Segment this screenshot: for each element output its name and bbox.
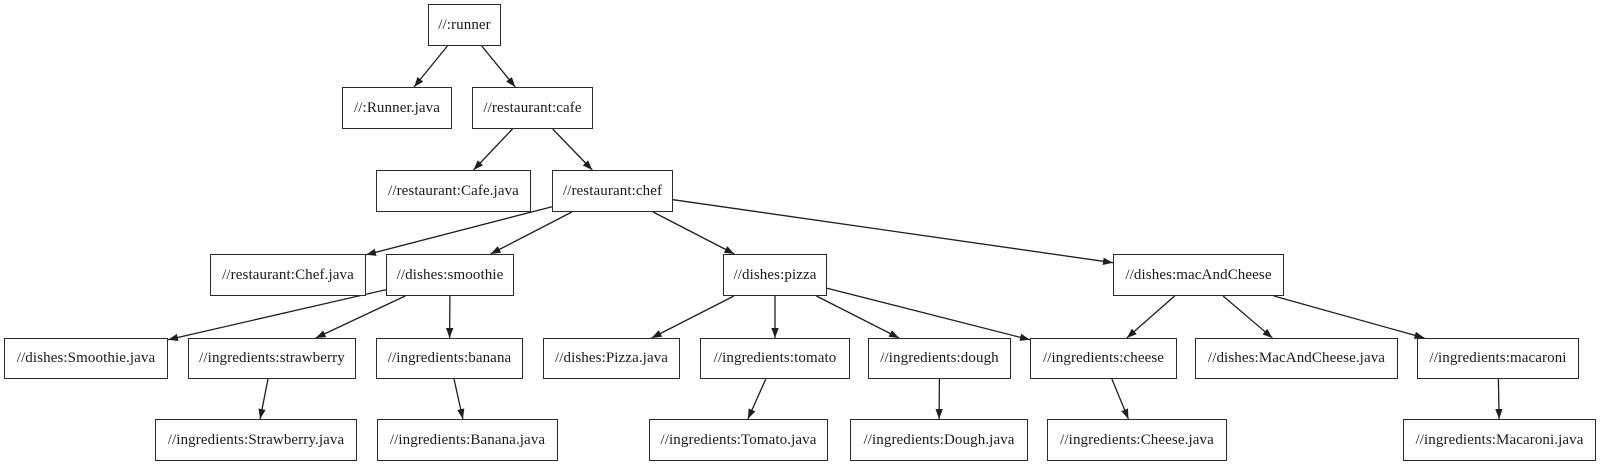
graph-node-cafe-java: //restaurant:Cafe.java [376, 170, 531, 212]
edge-strawberry-to-strawberry-java [258, 378, 269, 420]
graph-node-runner: //:runner [428, 4, 501, 46]
edge-tomato-to-tomato-java [747, 378, 767, 420]
edge-macandcheese-to-cheese [1126, 295, 1176, 339]
edge-banana-to-banana-java [453, 378, 465, 420]
edge-runner-to-runner-java [413, 45, 448, 88]
graph-node-macandcheese-java: //dishes:MacAndCheese.java [1195, 338, 1398, 379]
edge-smoothie-to-smoothie-java [167, 289, 387, 342]
graph-node-macaroni-java: //ingredients:Macaroni.java [1403, 419, 1596, 461]
graph-node-tomato-java: //ingredients:Tomato.java [649, 419, 828, 461]
edge-macaroni-to-macaroni-java [1495, 378, 1503, 420]
graph-node-pizza: //dishes:pizza [723, 254, 827, 296]
edge-macandcheese-to-macandcheese-java [1222, 295, 1273, 339]
edge-chef-to-pizza [652, 211, 735, 255]
graph-node-strawberry: //ingredients:strawberry [188, 338, 356, 379]
edge-chef-to-chef-java [365, 206, 553, 256]
edge-pizza-to-cheese [826, 287, 1031, 341]
edge-group [167, 45, 1503, 420]
graph-node-dough-java: //ingredients:Dough.java [850, 419, 1028, 461]
edge-smoothie-to-strawberry [315, 295, 406, 339]
graph-node-smoothie-java: //dishes:Smoothie.java [4, 338, 168, 379]
edge-runner-to-cafe [481, 45, 516, 88]
graph-node-runner-java: //:Runner.java [342, 87, 452, 129]
edge-pizza-to-dough [816, 295, 900, 339]
graph-node-cheese-java: //ingredients:Cheese.java [1047, 419, 1227, 461]
graph-node-chef: //restaurant:chef [552, 170, 673, 212]
edge-cheese-to-cheese-java [1111, 378, 1130, 420]
edge-cafe-to-chef [552, 128, 593, 171]
graph-node-cafe: //restaurant:cafe [472, 87, 593, 129]
graph-node-dough: //ingredients:dough [868, 338, 1011, 379]
graph-node-banana-java: //ingredients:Banana.java [377, 419, 558, 461]
edge-cafe-to-cafe-java [473, 128, 513, 171]
graph-node-chef-java: //restaurant:Chef.java [210, 254, 366, 296]
graph-node-cheese: //ingredients:cheese [1030, 338, 1177, 379]
graph-node-smoothie: //dishes:smoothie [386, 254, 514, 296]
edge-chef-to-macandcheese [672, 199, 1114, 265]
graph-node-banana: //ingredients:banana [376, 338, 523, 379]
graph-node-pizza-java: //dishes:Pizza.java [543, 338, 680, 379]
graph-node-strawberry-java: //ingredients:Strawberry.java [155, 419, 357, 461]
graph-node-macandcheese: //dishes:macAndCheese [1113, 254, 1284, 296]
edge-pizza-to-pizza-java [651, 295, 735, 339]
edge-macandcheese-to-macaroni [1273, 295, 1425, 339]
graph-node-macaroni: //ingredients:macaroni [1417, 338, 1579, 379]
graph-node-tomato: //ingredients:tomato [700, 338, 850, 379]
edge-chef-to-smoothie [490, 211, 573, 255]
